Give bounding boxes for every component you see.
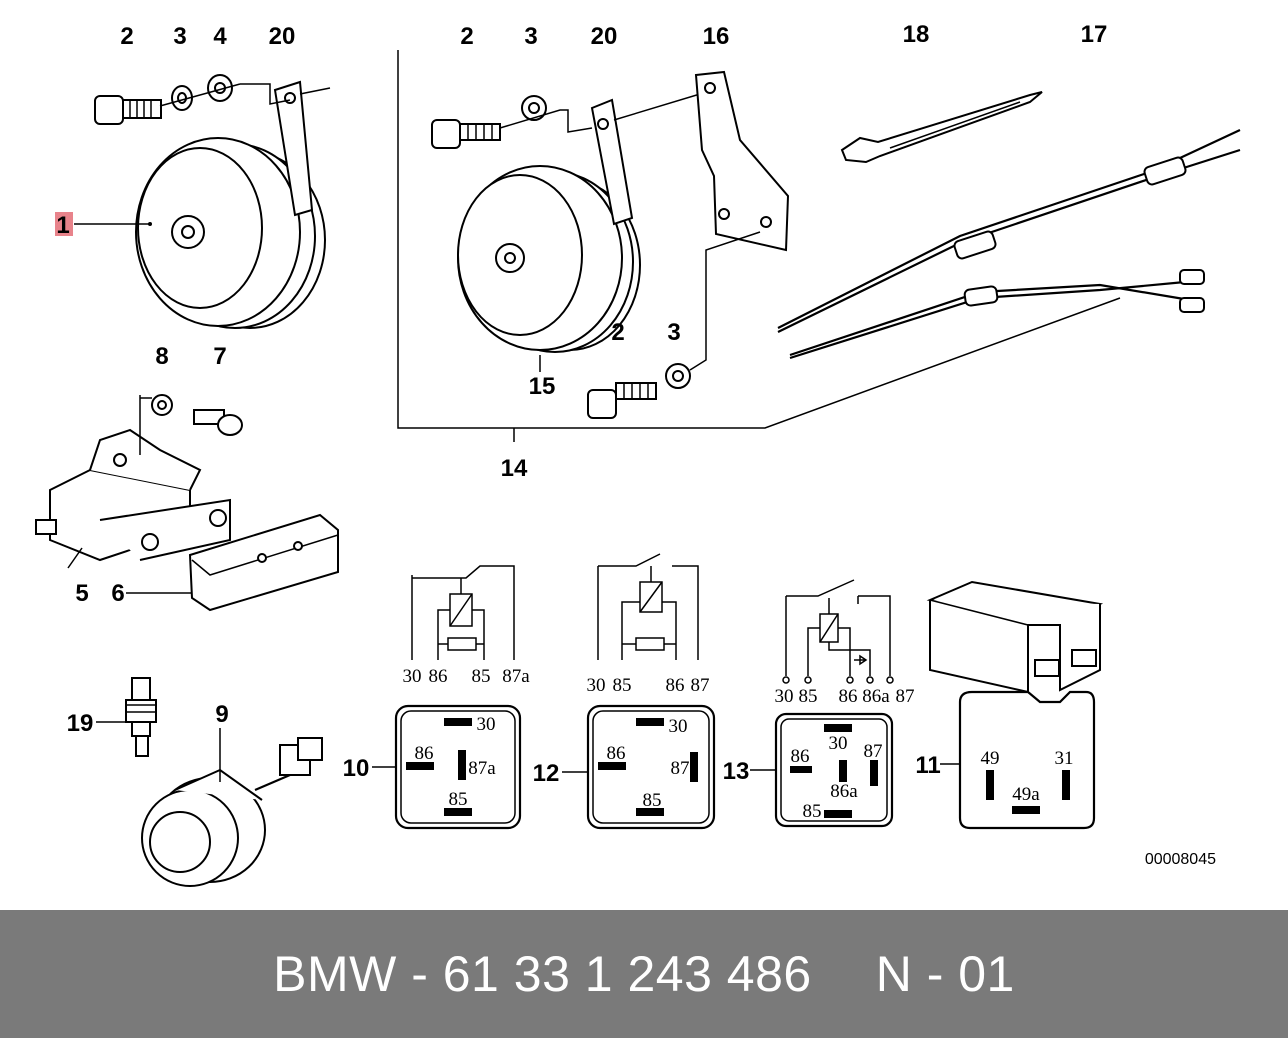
pin-label: 87 [691,675,710,696]
base-pin-label: 30 [477,714,496,735]
callout-16: 16 [703,23,730,50]
base-pin-label: 87 [671,758,690,779]
callout-13: 13 [723,758,750,785]
base-pin-label: 86 [791,746,810,767]
pin-label: 85 [613,675,632,696]
callout-2: 2 [611,319,624,346]
pin-label: 30 [403,666,422,687]
bolt-2-left [94,74,331,125]
pin-label: 85 [472,666,491,687]
part-suffix: N - 01 [875,946,1015,1002]
callout-9: 9 [215,701,228,728]
push-button-9 [141,737,323,887]
relay-13-base [774,712,894,828]
relay-12-base [586,704,716,830]
horn-15 [457,98,641,353]
drawing-code: 00008045 [1145,851,1216,868]
callout-8: 8 [155,343,168,370]
base-pin-label: 87a [468,758,496,779]
base-pin-label: 85 [803,801,822,822]
bolt-2-center [431,93,701,149]
callout-18: 18 [903,21,930,48]
nut-8 [151,394,173,416]
callout-3: 3 [524,23,537,50]
pin-label: 85 [799,686,818,707]
callout-7: 7 [213,343,226,370]
pin-label: 86 [429,666,448,687]
parts-diagram: 1 2 3 4 20 2 3 20 16 18 17 2 3 15 14 8 7… [35,21,1241,887]
base-pin-label: 86 [607,743,626,764]
pin-label: 87a [502,666,530,687]
horn-1 [135,80,326,329]
part-number: BMW - 61 33 1 243 486 [273,946,812,1002]
base-pin-label: 86a [830,781,858,802]
pin-label: 86 [666,675,685,696]
callout-1: 1 [56,212,69,239]
callout-6: 6 [111,580,124,607]
callout-10: 10 [343,755,370,782]
pin-label: 30 [775,686,794,707]
base-pin-label: 49 [981,748,1000,769]
base-pin-label: 85 [449,789,468,810]
base-pin-label: 86 [415,743,434,764]
pin-label: 87 [896,686,915,707]
callout-2: 2 [460,23,473,50]
relay-11-base [958,690,1096,830]
pin-label: 30 [587,675,606,696]
relay-12-schematic [597,553,699,660]
callout-3: 3 [173,23,186,50]
relay-10-schematic [411,565,515,660]
bracket-16 [694,70,790,252]
switch-assembly [35,428,231,562]
callout-3: 3 [667,319,680,346]
base-pin-label: 31 [1055,748,1074,769]
sensor-19 [125,677,157,757]
callout-2: 2 [120,23,133,50]
callout-14: 14 [501,455,528,482]
base-pin-label: 30 [669,716,688,737]
callout-5: 5 [75,580,88,607]
bolt-2-bottom [587,231,761,419]
base-pin-label: 85 [643,790,662,811]
callout-15: 15 [529,373,556,400]
part-number-footer: BMW - 61 33 1 243 486 N - 01 [0,910,1288,1038]
callout-12: 12 [533,760,560,787]
cable-tie-18 [840,91,1043,164]
pin-label: 86 [839,686,858,707]
relay-11-box [926,580,1104,694]
callout-20: 20 [591,23,618,50]
base-pin-label: 87 [864,741,883,762]
cover-6 [188,513,339,612]
callout-11: 11 [915,752,940,779]
callout-17: 17 [1081,21,1108,48]
callout-20: 20 [269,23,296,50]
callout-4: 4 [213,23,227,50]
callout-19: 19 [67,710,94,737]
relay-13-schematic [782,579,894,684]
pin-label: 86a [862,686,890,707]
screw-7 [193,409,243,436]
wire-harness-17 [777,129,1241,360]
base-pin-label: 49a [1012,784,1040,805]
base-pin-label: 30 [829,733,848,754]
